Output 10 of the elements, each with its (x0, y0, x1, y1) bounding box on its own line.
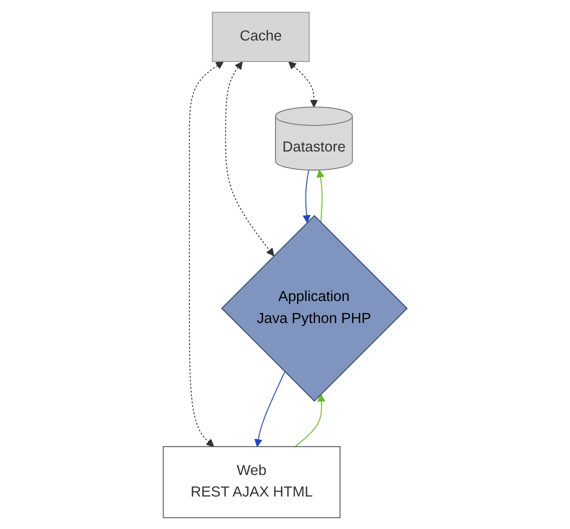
node-box: Cache (212, 11, 310, 62)
node-diamond: Application Java Python PHP (220, 214, 408, 402)
arrow (316, 169, 324, 222)
arrow (224, 60, 274, 256)
node-box: Web REST AJAX HTML (162, 446, 340, 518)
arrow (288, 60, 318, 107)
arrow (294, 393, 326, 447)
arrow (302, 169, 310, 222)
arrow (254, 370, 285, 446)
arrow (188, 60, 224, 446)
